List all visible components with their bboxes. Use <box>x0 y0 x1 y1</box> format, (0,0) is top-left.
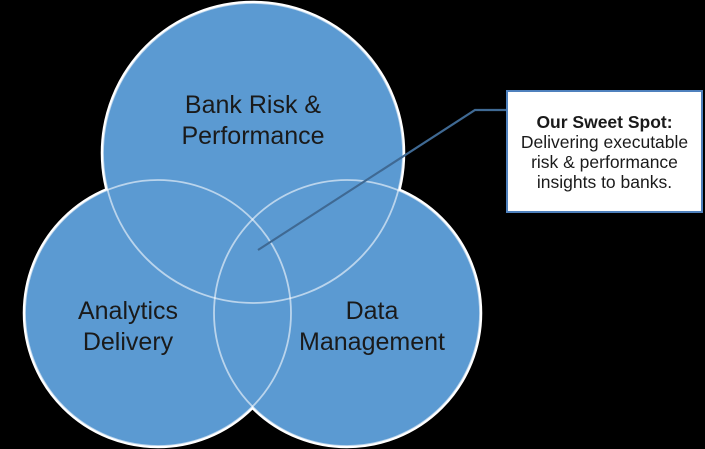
circle-label-bank-risk-performance: Bank Risk & Performance <box>181 91 325 150</box>
circle-label-analytics-delivery: Analytics Delivery <box>77 297 179 356</box>
circle-bottom-right-inner-outline <box>213 179 481 447</box>
callout-box: Our Sweet Spot: Delivering executable ri… <box>506 90 703 213</box>
circle-bottom-left-fill <box>25 180 291 446</box>
circle-bottom-left-inner-outline <box>24 179 292 447</box>
callout-title: Our Sweet Spot: <box>536 111 673 132</box>
callout-body: Delivering executable risk & performance… <box>520 131 689 192</box>
leader-line <box>257 108 506 251</box>
circle-bottom-right-fill <box>214 180 480 446</box>
circle-top-inner-outline <box>102 2 404 304</box>
circle-label-data-management: Data Management <box>299 297 445 356</box>
